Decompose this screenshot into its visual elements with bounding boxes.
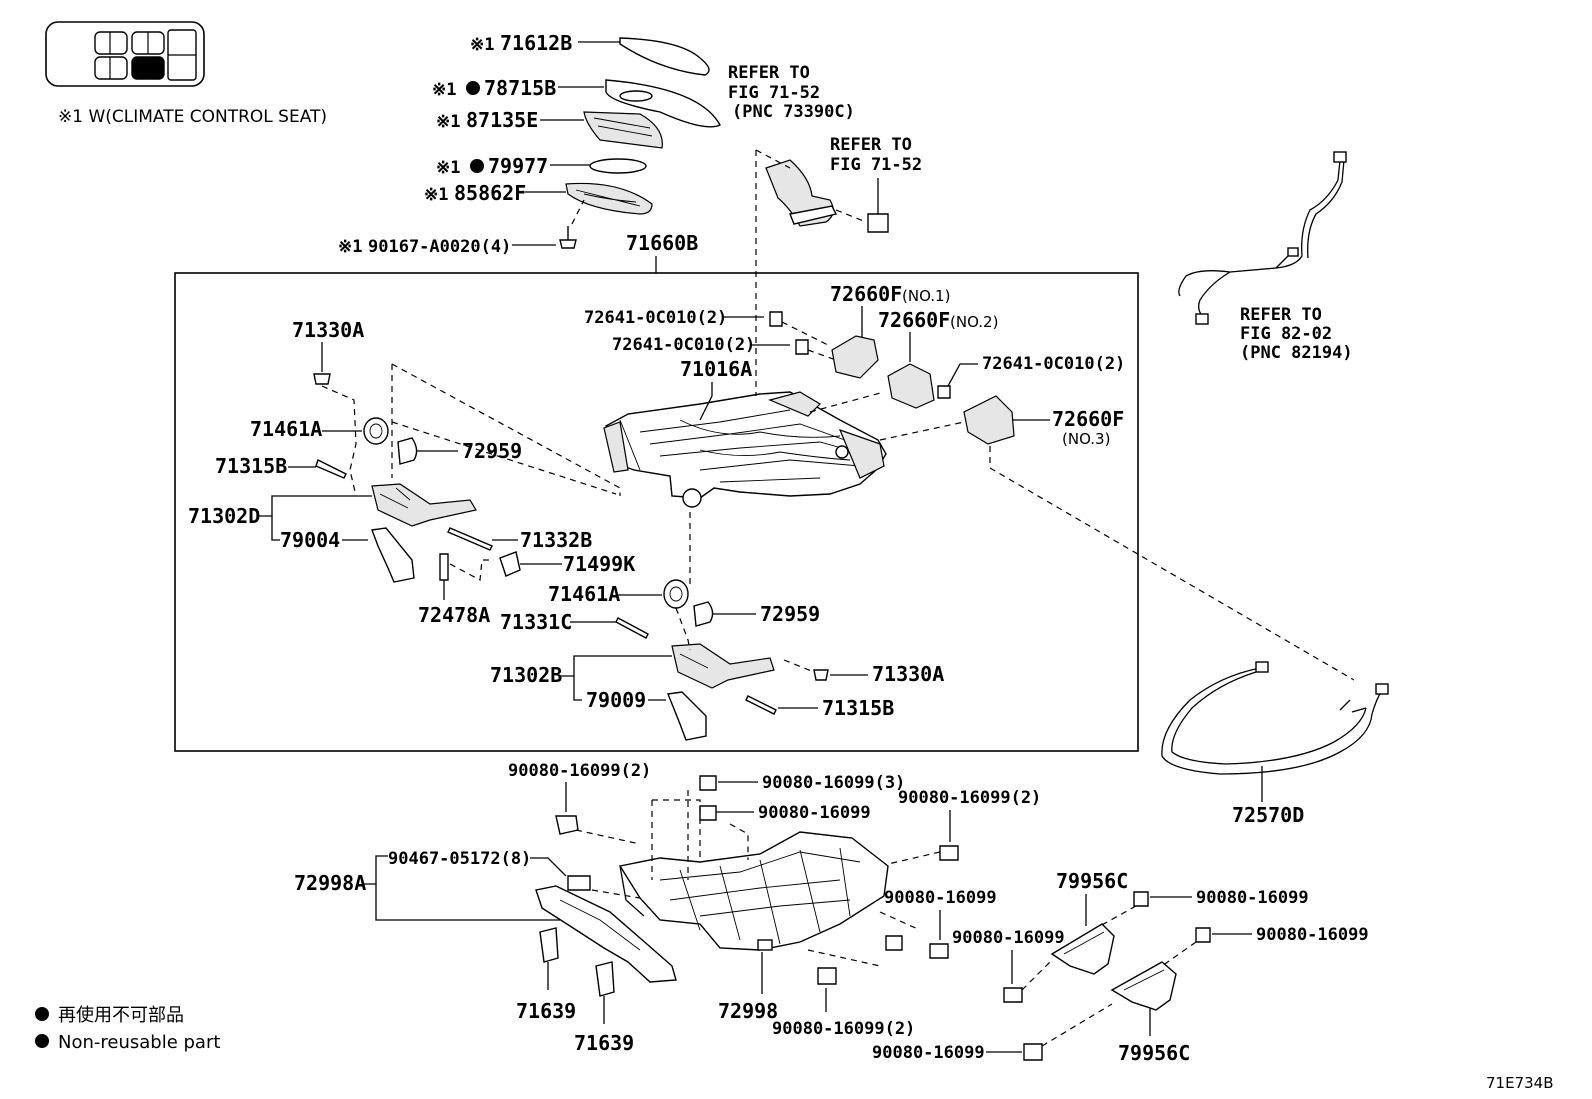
ref1-line3: (PNC 73390C) xyxy=(732,102,855,122)
label-72641-0C010-3: 72641-0C010(2) xyxy=(982,354,1125,374)
label-71332B: 71332B xyxy=(520,528,592,552)
label-79009: 79009 xyxy=(586,688,646,712)
non-reusable-dot-icon xyxy=(35,1007,49,1021)
label-90080-16099-j: 90080-16099 xyxy=(872,1043,985,1063)
non-reusable-dot-icon xyxy=(470,159,484,173)
part-71639-b xyxy=(595,961,615,997)
label-72660F-3: 72660F xyxy=(1052,407,1124,431)
mark-78715B: ※1 xyxy=(432,80,456,100)
label-90167-A0020: 90167-A0020(4) xyxy=(368,237,511,257)
label-71330A-top: 71330A xyxy=(292,318,364,342)
part-71639-a xyxy=(539,927,559,963)
label-79977: 79977 xyxy=(488,154,548,178)
label-72660F-2: 72660F xyxy=(878,308,950,332)
label-90080-16099-c: 90080-16099 xyxy=(758,803,871,823)
label-85862F: 85862F xyxy=(454,181,526,205)
label-72641-0C010-1: 72641-0C010(2) xyxy=(584,308,727,328)
label-72660F-2-sub: (NO.2) xyxy=(950,313,998,331)
label-90080-16099-2c: 90080-16099(2) xyxy=(772,1019,915,1039)
label-72570D: 72570D xyxy=(1232,803,1304,827)
seat-frame xyxy=(603,391,887,508)
label-71612B: 71612B xyxy=(500,31,572,55)
ref2-line2: FIG 71-52 xyxy=(830,155,922,175)
non-reusable-dot-icon xyxy=(466,81,480,95)
label-90080-16099-2a: 90080-16099(2) xyxy=(508,761,651,781)
ref2-line1: REFER TO xyxy=(830,135,912,155)
side-trim xyxy=(535,885,677,983)
label-71639-b: 71639 xyxy=(574,1031,634,1055)
label-72660F-1-sub: (NO.1) xyxy=(902,287,950,305)
mark-87135E: ※1 xyxy=(436,112,460,132)
label-90080-16099-h: 90080-16099 xyxy=(1196,888,1309,908)
ref3-line3: (PNC 82194) xyxy=(1240,343,1353,363)
label-71330A-right: 71330A xyxy=(872,662,944,686)
label-71660B: 71660B xyxy=(626,231,698,255)
mark-71612B: ※1 xyxy=(470,35,494,55)
label-72998: 72998 xyxy=(718,999,778,1023)
label-79956C-bottom: 79956C xyxy=(1118,1041,1190,1065)
under-seat-tray xyxy=(618,831,889,951)
label-79956C-top: 79956C xyxy=(1056,869,1128,893)
seat-position-icon xyxy=(45,21,205,87)
ref3-line1: REFER TO xyxy=(1240,305,1322,325)
label-90467-05172: 90467-05172(8) xyxy=(388,849,531,869)
mark-79977: ※1 xyxy=(436,158,460,178)
label-72478A: 72478A xyxy=(418,603,490,627)
label-90080-16099-3: 90080-16099(3) xyxy=(762,773,905,793)
wire-harness-upper xyxy=(1178,151,1347,325)
label-87135E: 87135E xyxy=(466,108,538,132)
label-72641-0C010-2: 72641-0C010(2) xyxy=(612,335,755,355)
label-90080-16099-2b: 90080-16099(2) xyxy=(898,788,1041,808)
label-72959-center: 72959 xyxy=(760,602,820,626)
label-71461A-center: 71461A xyxy=(548,582,620,606)
ref1-line2: FIG 71-52 xyxy=(728,83,820,103)
label-78715B: 78715B xyxy=(484,76,556,100)
label-71302D: 71302D xyxy=(188,504,260,528)
highlighted-seat-marker xyxy=(131,56,165,80)
non-reusable-dot-icon xyxy=(35,1034,49,1048)
label-79004: 79004 xyxy=(280,528,340,552)
climate-seat-note: ※1 W(CLIMATE CONTROL SEAT) xyxy=(58,107,327,127)
legend-jp: 再使用不可部品 xyxy=(58,1005,184,1026)
pocket-79956C-a xyxy=(1050,923,1115,975)
label-90080-16099-e: 90080-16099 xyxy=(884,888,997,908)
ref1-line1: REFER TO xyxy=(728,63,810,83)
label-71461A-left: 71461A xyxy=(250,417,322,441)
top-parts xyxy=(512,37,721,249)
label-72998A: 72998A xyxy=(294,871,366,895)
ref3-line2: FIG 82-02 xyxy=(1240,324,1332,344)
label-71302B: 71302B xyxy=(490,663,562,687)
figure-code: 71E734B xyxy=(1486,1074,1554,1092)
label-71315B-right: 71315B xyxy=(822,696,894,720)
label-90080-16099-f: 90080-16099 xyxy=(952,928,1065,948)
label-90080-16099-i: 90080-16099 xyxy=(1256,925,1369,945)
label-71331C: 71331C xyxy=(500,610,572,634)
label-71639-a: 71639 xyxy=(516,999,576,1023)
mark-85862F: ※1 xyxy=(424,185,448,205)
wire-harness-72570D xyxy=(1161,661,1389,775)
label-71499K: 71499K xyxy=(563,552,635,576)
duct-part xyxy=(755,149,889,233)
assembly-frame xyxy=(174,272,1139,752)
pocket-79956C-b xyxy=(1110,961,1177,1011)
mark-90167: ※1 xyxy=(338,237,362,257)
label-72660F-3-sub: (NO.3) xyxy=(1062,430,1110,448)
legend-en: Non-reusable part xyxy=(58,1032,220,1053)
label-72660F-1: 72660F xyxy=(830,282,902,306)
label-71315B-left: 71315B xyxy=(215,454,287,478)
label-71016A: 71016A xyxy=(680,357,752,381)
label-72959-left: 72959 xyxy=(462,439,522,463)
